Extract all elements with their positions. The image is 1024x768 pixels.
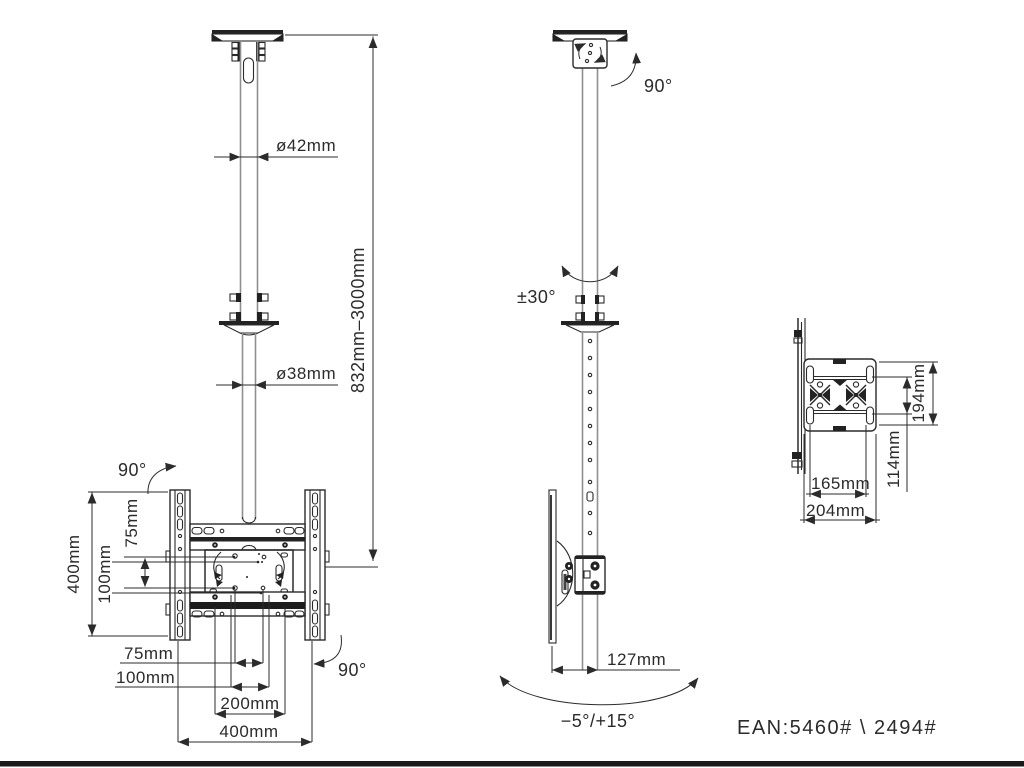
dim-drop-height-label: 832mm–3000mm: [348, 247, 368, 393]
dim-pole-lower: ø38mm: [216, 364, 338, 390]
tilt-range: −5°/+15°: [499, 675, 699, 731]
front-view: ø42mm ø38mm 832mm–3000mm 400mm: [64, 30, 378, 747]
upper-pole-front: [229, 41, 269, 321]
rotation-bottom-right-label: 90°: [338, 660, 367, 680]
dim-inner-width: 165mm: [806, 425, 870, 499]
dim-vesa-h100-label: 100mm: [116, 668, 175, 687]
bottom-scan-bar: [0, 761, 1024, 767]
dim-outer-width-label: 204mm: [806, 501, 865, 520]
dim-depth-label: 127mm: [607, 650, 666, 669]
rotation-top-left: 90°: [118, 460, 177, 495]
telescopic-tube: [581, 333, 599, 670]
dim-inner-height: 114mm: [872, 376, 912, 492]
dim-pole-lower-label: ø38mm: [276, 364, 336, 383]
dim-inner-height-label: 114mm: [884, 430, 903, 488]
detail-plate: [803, 358, 877, 432]
side-pole-bolts: [575, 295, 605, 321]
dim-inner-width-label: 165mm: [811, 474, 870, 493]
dim-bracket-width-label: 400mm: [219, 722, 278, 741]
dim-bracket-height-label: 400mm: [64, 534, 83, 593]
swivel-head: [572, 38, 608, 69]
spring-clamp-right: [845, 381, 867, 409]
dim-drop-height: 832mm–3000mm: [285, 34, 378, 568]
dim-outer-height-label: 194mm: [909, 363, 928, 422]
tv-plate-side: [548, 489, 574, 644]
dim-vesa-v100-label: 100mm: [95, 544, 114, 603]
detail-view: 194mm 114mm 165mm 204mm: [791, 318, 938, 525]
ean-code: EAN:5460# \ 2494#: [737, 717, 937, 739]
spring-clamp-left: [809, 381, 831, 409]
dim-vesa-h200-label: 200mm: [220, 694, 279, 713]
swivel-range-label: ±30°: [517, 287, 556, 307]
swivel-range: ±30°: [517, 265, 619, 307]
dim-pole-upper: ø42mm: [214, 136, 338, 162]
tv-bracket-front: [165, 489, 330, 641]
ceiling-plate-front: [211, 30, 284, 62]
collar-front: [219, 321, 279, 336]
rail-slots: [176, 492, 319, 638]
side-view: 90° ±30°: [499, 30, 699, 731]
detail-rail: [791, 318, 806, 474]
rotation-top-left-label: 90°: [118, 460, 147, 480]
tilt-hinge: [574, 555, 606, 595]
rotation-side-top: 90°: [610, 52, 673, 96]
dim-vesa-h75-label: 75mm: [124, 644, 173, 663]
dim-outer-width: 204mm: [800, 434, 880, 525]
lower-pole-front: [241, 333, 257, 524]
collar-side: [561, 321, 619, 333]
dim-vesa-horizontal: 75mm 100mm 200mm 400mm: [115, 590, 313, 747]
dim-vesa-vertical: 75mm 100mm: [95, 498, 263, 604]
rotation-bottom-right: 90°: [313, 634, 367, 680]
dim-pole-upper-label: ø42mm: [276, 136, 336, 155]
tilt-range-label: −5°/+15°: [561, 711, 635, 731]
dim-vesa-v75-label: 75mm: [122, 498, 141, 547]
dim-bracket-height: 400mm: [64, 491, 168, 637]
dim-depth: 127mm: [551, 646, 680, 675]
rotation-side-top-label: 90°: [644, 76, 673, 96]
dim-outer-height: 194mm: [879, 361, 938, 426]
